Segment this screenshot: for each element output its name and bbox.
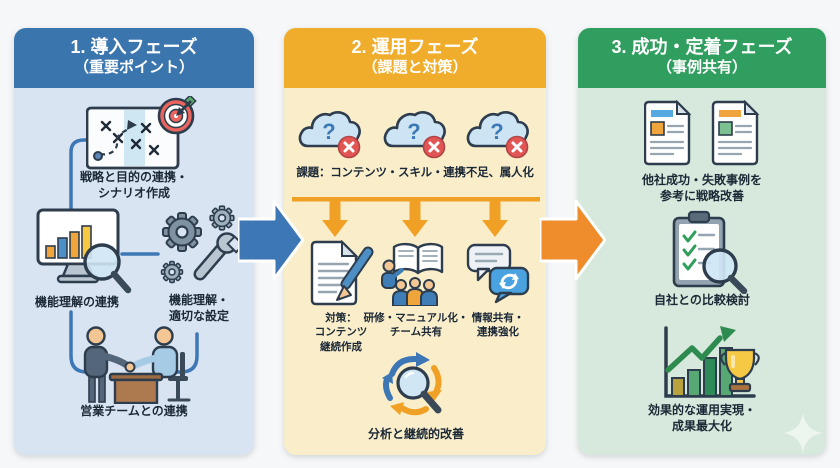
case-documents-icon: [644, 100, 760, 166]
sparkle-icon: [783, 413, 823, 453]
monitor-label: 機能理解の連携: [34, 295, 119, 309]
svg-text:?: ?: [322, 119, 335, 144]
countermeasure-label: 対策： コンテンツ 継続作成: [314, 312, 368, 353]
svg-text:?: ?: [490, 119, 503, 144]
handshake-label: 営業チームとの連携: [80, 404, 188, 418]
sharing-label: 情報共有・ 連携強化: [471, 312, 525, 339]
phase-1-subtitle: （重要ポイント）: [73, 58, 194, 76]
chat-sync-icon: [466, 243, 530, 304]
analysis-cycle-magnifier-icon: [382, 352, 442, 416]
analysis-label: 分析と継続的改善: [367, 427, 464, 441]
strategy-label: 戦略と目的の連携・ シナリオ作成: [79, 170, 188, 200]
strategy-board-target-icon: [86, 96, 197, 170]
phase-2-subtitle: （課題と対策）: [362, 58, 468, 76]
phase-3-header: 3. 成功・定着フェーズ （事例共有）: [578, 28, 826, 88]
cloud-question-error-icon: ?: [298, 111, 361, 159]
results-label: 効果的な運用実現・ 成果最大化: [647, 403, 756, 433]
phase-2-title: 2. 運用フェーズ: [351, 37, 479, 57]
phase-2-header: 2. 運用フェーズ （課題と対策）: [284, 28, 546, 88]
cases-label: 他社成功・失敗事例を 参考に戦略改善: [641, 173, 762, 203]
arrow-phase2-to-phase3: [540, 200, 606, 280]
clipboard-check-magnifier-icon: [672, 210, 748, 294]
gears-label: 機能理解・ 適切な設定: [168, 293, 229, 323]
cloud-question-error-icon: ?: [383, 111, 446, 159]
document-pencil-icon: [310, 240, 374, 306]
gears-wrench-icon: [160, 205, 240, 284]
phase-3-title: 3. 成功・定着フェーズ: [611, 37, 793, 57]
compare-label: 自社との比較検討: [654, 293, 750, 307]
phase-3-subtitle: （事例共有）: [656, 58, 747, 76]
cloud-question-error-icon: ?: [466, 111, 529, 159]
issues-label: 課題：コンテンツ・スキル・連携不足、属人化: [296, 167, 534, 179]
training-book-team-icon: [381, 242, 444, 306]
distribution-arrows: [292, 197, 540, 237]
phase-1-title: 1. 導入フェーズ: [70, 37, 198, 57]
growth-chart-trophy-icon: [664, 326, 760, 398]
handshake-desk-icon: [83, 326, 191, 404]
phase-1-header: 1. 導入フェーズ （重要ポイント）: [14, 28, 254, 88]
training-label: 研修・マニュアル化・ チーム共有: [363, 312, 469, 339]
monitor-chart-magnifier-icon: [36, 208, 132, 294]
svg-text:?: ?: [407, 119, 420, 144]
arrow-phase1-to-phase2: [238, 200, 304, 280]
